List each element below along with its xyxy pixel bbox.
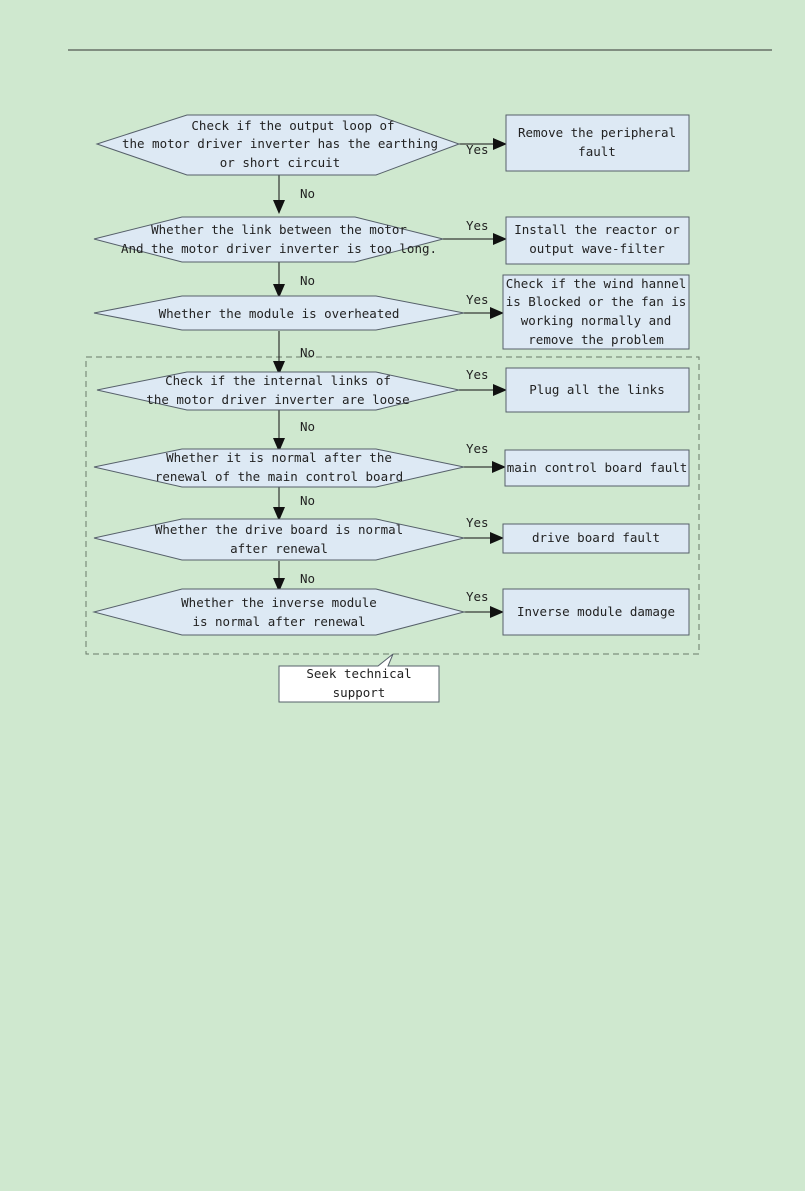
d4-line2: the motor driver inverter are loose — [146, 392, 409, 407]
callout-line1: Seek technical — [306, 666, 411, 681]
r1-line2: fault — [578, 144, 616, 159]
r3-line3: working normally and — [521, 313, 672, 328]
decision-2 — [93, 216, 444, 263]
d1-line1: Check if the output loop of — [191, 118, 394, 133]
d5-line1: Whether it is normal after the — [166, 450, 392, 465]
result-2 — [505, 216, 690, 265]
callout-box — [278, 653, 440, 703]
d2-line2: And the motor driver inverter is too lon… — [121, 241, 437, 256]
decision-1 — [95, 114, 461, 176]
r2-line2: output wave-filter — [529, 241, 665, 256]
no-label-3: No — [300, 345, 315, 360]
d5-line2: renewal of the main control board — [155, 469, 403, 484]
result-4 — [505, 367, 690, 413]
d1-line3: or short circuit — [220, 155, 340, 170]
yes-label-2: Yes — [466, 218, 489, 233]
result-5 — [504, 449, 690, 487]
no-label-4: No — [300, 419, 315, 434]
d7-line2: is normal after renewal — [192, 614, 365, 629]
decision-7 — [92, 588, 466, 636]
r2-line1: Install the reactor or — [514, 222, 680, 237]
yes-label-5: Yes — [466, 441, 489, 456]
yes-label-1: Yes — [466, 142, 489, 157]
no-label-1: No — [300, 186, 315, 201]
decision-6 — [93, 518, 465, 561]
d7-line1: Whether the inverse module — [181, 595, 377, 610]
r1-line1: Remove the peripheral — [518, 125, 676, 140]
d6-line1: Whether the drive board is normal — [155, 522, 403, 537]
dashed-group-frame — [85, 356, 700, 655]
yes-label-4: Yes — [466, 367, 489, 382]
d2-line1: Whether the link between the motor — [151, 222, 407, 237]
d4-line1: Check if the internal links of — [165, 373, 391, 388]
r3-line4: remove the problem — [528, 332, 663, 347]
result-1 — [505, 114, 690, 172]
d1-line2: the motor driver inverter has the earthi… — [122, 136, 438, 151]
r4-line1: Plug all the links — [529, 382, 664, 397]
r3-line1: Check if the wind hannel — [506, 276, 687, 291]
decision-4 — [96, 371, 460, 411]
callout-line2: support — [333, 685, 386, 700]
r5-line1: main control board fault — [507, 460, 688, 475]
d6-line2: after renewal — [230, 541, 328, 556]
d3-line1: Whether the module is overheated — [159, 306, 400, 321]
no-label-5: No — [300, 493, 315, 508]
yes-label-6: Yes — [466, 515, 489, 530]
decision-3 — [93, 295, 465, 331]
result-6 — [502, 523, 690, 554]
no-label-6: No — [300, 571, 315, 586]
no-label-2: No — [300, 273, 315, 288]
result-7 — [502, 588, 690, 636]
decision-5 — [93, 448, 465, 488]
r3-line2: is Blocked or the fan is — [506, 294, 687, 309]
r6-line1: drive board fault — [532, 530, 660, 545]
yes-label-7: Yes — [466, 589, 489, 604]
yes-label-3: Yes — [466, 292, 489, 307]
result-3 — [502, 274, 690, 350]
r7-line1: Inverse module damage — [517, 604, 675, 619]
